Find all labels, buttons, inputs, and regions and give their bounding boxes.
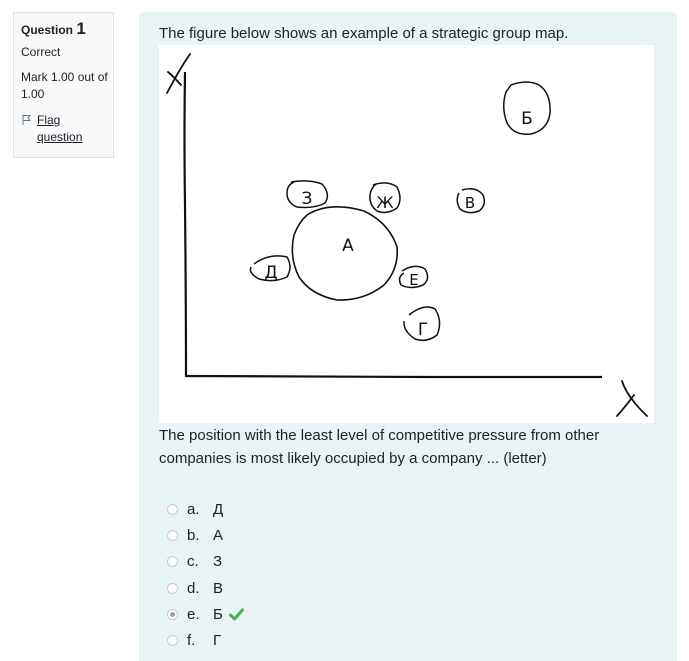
group-v-label: В: [465, 194, 475, 212]
question-text: The figure below shows an example of a s…: [159, 25, 569, 42]
answer-text: В: [213, 579, 224, 597]
group-e-circle: [398, 265, 429, 289]
group-e-label: Е: [409, 271, 418, 289]
answer-list: a. Д b. А c. З d. В e. Б f.: [167, 496, 244, 654]
answer-radio[interactable]: [167, 503, 178, 515]
answer-radio[interactable]: [167, 635, 178, 647]
question-label: Question: [21, 23, 74, 37]
answer-text: З: [213, 553, 223, 571]
answer-letter: f.: [187, 632, 196, 650]
group-z-circle: [286, 180, 329, 209]
group-v-circle: [456, 188, 486, 214]
question-info-panel: Question 1 Correct Mark 1.00 out of 1.00…: [13, 12, 114, 158]
answer-text: Д: [213, 500, 224, 518]
answer-option-c[interactable]: c. З: [167, 549, 244, 575]
group-a-label: А: [342, 236, 354, 256]
y-axis: [183, 71, 188, 378]
question-grade: Mark 1.00 out of 1.00: [21, 70, 108, 101]
answer-radio-selected[interactable]: [167, 608, 178, 620]
group-zh-label: Ж: [376, 193, 393, 212]
answer-option-e[interactable]: e. Б: [167, 601, 244, 627]
answer-text: А: [213, 526, 224, 544]
strategic-group-map-drawing: Y X А Б З: [166, 53, 648, 417]
answer-letter: b.: [187, 526, 200, 544]
answer-radio[interactable]: [167, 529, 178, 541]
answer-option-f[interactable]: f. Г: [167, 627, 244, 653]
group-d-label: Д: [264, 263, 277, 283]
x-axis: [185, 374, 602, 379]
question-prompt: The position with the least level of com…: [159, 427, 600, 467]
group-g-label: Г: [418, 320, 428, 340]
group-d-circle: [249, 255, 291, 282]
answer-letter: c.: [187, 553, 199, 571]
question-content: The figure below shows an example of a s…: [139, 12, 677, 661]
answer-option-a[interactable]: a. Д: [167, 496, 244, 522]
answer-letter: a.: [187, 500, 200, 518]
group-z-label: З: [302, 189, 313, 209]
question-number-value: 1: [76, 19, 86, 38]
answer-radio[interactable]: [167, 556, 178, 568]
answer-text: Г: [213, 632, 222, 650]
flag-icon: [22, 115, 32, 125]
y-axis-label: Y: [166, 53, 191, 94]
flag-question-link[interactable]: Flag question: [21, 112, 113, 146]
group-a-circle: [291, 206, 399, 301]
strategic-group-map: Y X А Б З: [159, 45, 654, 423]
answer-letter: d.: [187, 579, 200, 597]
answer-option-d[interactable]: d. В: [167, 575, 244, 601]
answer-text: Б: [213, 605, 223, 623]
group-b-circle: [503, 81, 551, 136]
group-b-label: Б: [521, 109, 533, 129]
answer-letter: e.: [187, 605, 200, 623]
question-number: Question 1: [21, 20, 113, 39]
flag-question-label[interactable]: Flag question: [37, 113, 83, 144]
x-axis-label: X: [616, 380, 648, 417]
group-g-circle: [403, 306, 441, 342]
answer-option-b[interactable]: b. А: [167, 522, 244, 548]
question-state: Correct: [21, 45, 61, 59]
correct-check-icon: [228, 608, 244, 621]
answer-radio[interactable]: [167, 582, 178, 594]
group-zh-circle: [369, 182, 401, 214]
